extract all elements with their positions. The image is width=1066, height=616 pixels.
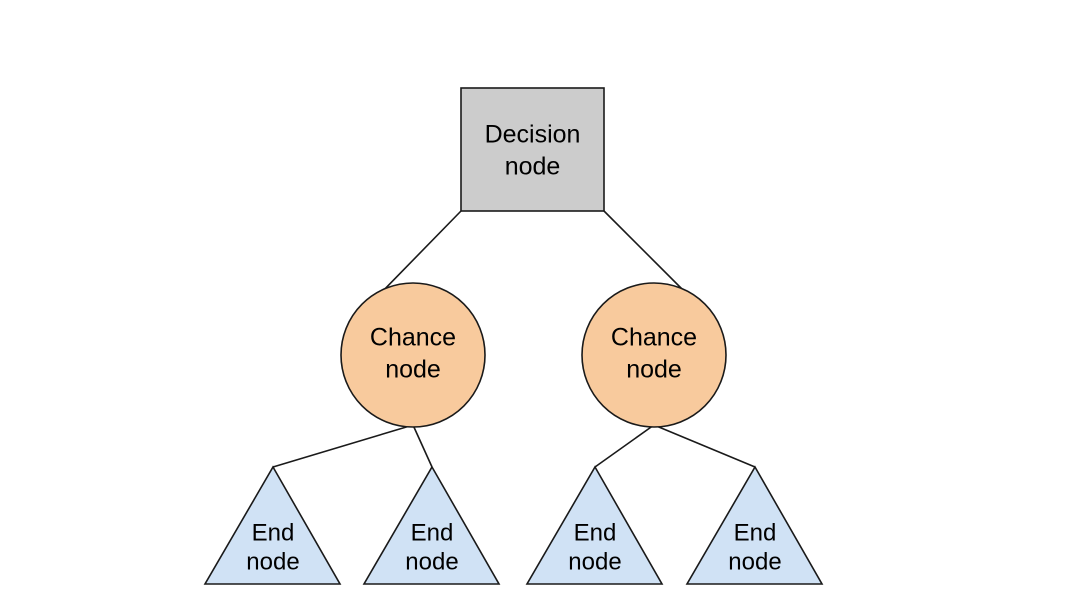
- end-node-4-label-line1: End: [734, 519, 777, 546]
- end-node-1[interactable]: End node: [203, 465, 342, 585]
- decision-node-rect[interactable]: [460, 87, 605, 212]
- end-node-3-label-line1: End: [574, 519, 617, 546]
- end-node-1-label-line2: node: [246, 548, 299, 575]
- end-node-2-label-line1: End: [411, 519, 454, 546]
- end-node-1-label-line1: End: [252, 519, 295, 546]
- chance-node-right-label-line1: Chance: [611, 324, 697, 352]
- edge-chance-left-to-end-1: [272, 424, 414, 468]
- edge-decision-to-chance-left: [377, 210, 462, 297]
- end-node-3[interactable]: End node: [525, 465, 664, 585]
- end-node-3-label-line2: node: [568, 548, 621, 575]
- decision-node-label-line1: Decision: [485, 121, 581, 149]
- chance-node-right-label-line2: node: [626, 356, 682, 384]
- end-node-2-triangle[interactable]: [362, 465, 501, 585]
- chance-node-left-label-line1: Chance: [370, 324, 456, 352]
- chance-node-right-circle[interactable]: [581, 282, 727, 428]
- decision-node[interactable]: Decision node: [460, 87, 605, 212]
- decision-node-label-line2: node: [505, 153, 561, 181]
- end-node-1-triangle[interactable]: [203, 465, 342, 585]
- end-node-4-triangle[interactable]: [685, 465, 824, 585]
- chance-node-right[interactable]: Chance node: [581, 282, 727, 428]
- edge-decision-to-chance-right: [603, 210, 690, 297]
- edge-chance-right-to-end-4: [653, 424, 756, 468]
- end-node-4[interactable]: End node: [685, 465, 824, 585]
- end-node-2[interactable]: End node: [362, 465, 501, 585]
- chance-node-left-label-line2: node: [385, 356, 441, 384]
- end-node-3-triangle[interactable]: [525, 465, 664, 585]
- chance-node-left[interactable]: Chance node: [340, 282, 486, 428]
- end-node-4-label-line2: node: [728, 548, 781, 575]
- end-node-2-label-line2: node: [405, 548, 458, 575]
- edge-chance-right-to-end-3: [594, 424, 655, 468]
- edge-chance-left-to-end-2: [412, 424, 433, 468]
- chance-node-left-circle[interactable]: [340, 282, 486, 428]
- edge-group: [272, 210, 756, 468]
